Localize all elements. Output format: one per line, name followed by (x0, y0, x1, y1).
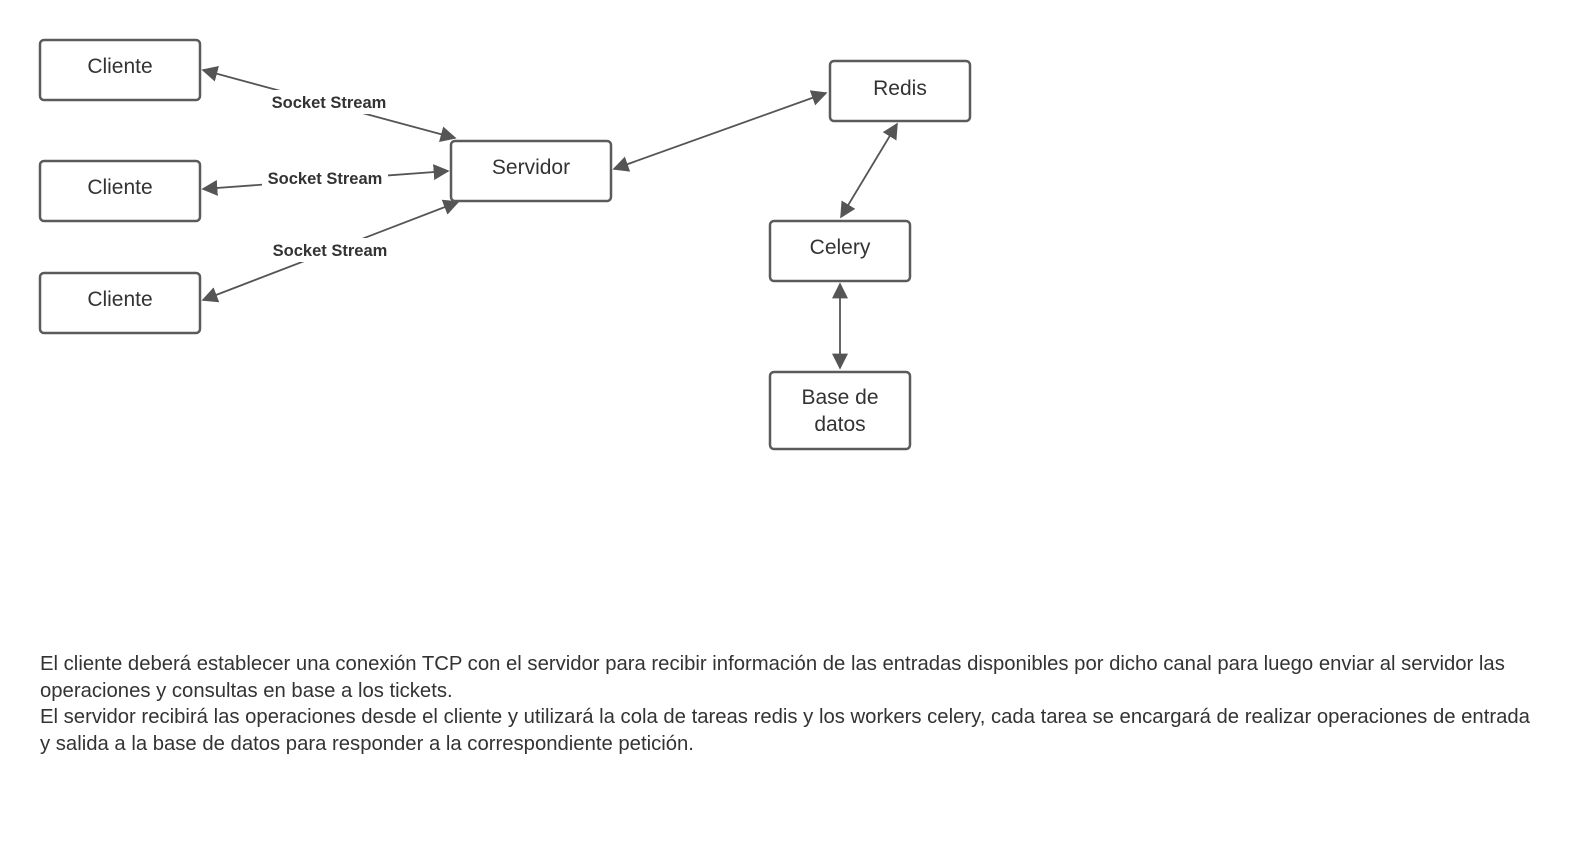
node-cliente-3: Cliente (38, 271, 202, 335)
node-label: Cliente (87, 55, 152, 78)
node-cliente-2: Cliente (38, 159, 202, 223)
node-cliente-1: Cliente (38, 38, 202, 102)
description-text: El cliente deberá establecer una conexió… (40, 651, 1540, 758)
node-base-de-datos: Base de datos (768, 370, 912, 451)
edge-label-cliente-3: Socket Stream (273, 242, 388, 260)
architecture-diagram: Socket Stream Socket Stream Socket Strea… (38, 38, 972, 451)
edge-servidor-redis (612, 90, 828, 172)
node-label: Celery (810, 236, 871, 259)
node-label-line-2: datos (814, 413, 865, 436)
edge-label-cliente-1: Socket Stream (272, 94, 387, 112)
description-paragraph-2: El servidor recibirá las operaciones des… (40, 706, 1530, 756)
node-label-line-1: Base de (801, 386, 878, 409)
node-label: Servidor (492, 156, 570, 179)
node-label: Cliente (87, 176, 152, 199)
node-label: Cliente (87, 288, 152, 311)
edge-redis-celery (840, 122, 898, 219)
node-redis: Redis (828, 59, 972, 123)
edges (201, 66, 898, 370)
node-servidor: Servidor (449, 139, 613, 203)
edge-labels: Socket Stream Socket Stream Socket Strea… (262, 90, 396, 262)
node-label: Redis (873, 77, 927, 100)
node-celery: Celery (768, 219, 912, 283)
edge-label-cliente-2: Socket Stream (268, 170, 383, 188)
description-paragraph-1: El cliente deberá establecer una conexió… (40, 653, 1505, 702)
